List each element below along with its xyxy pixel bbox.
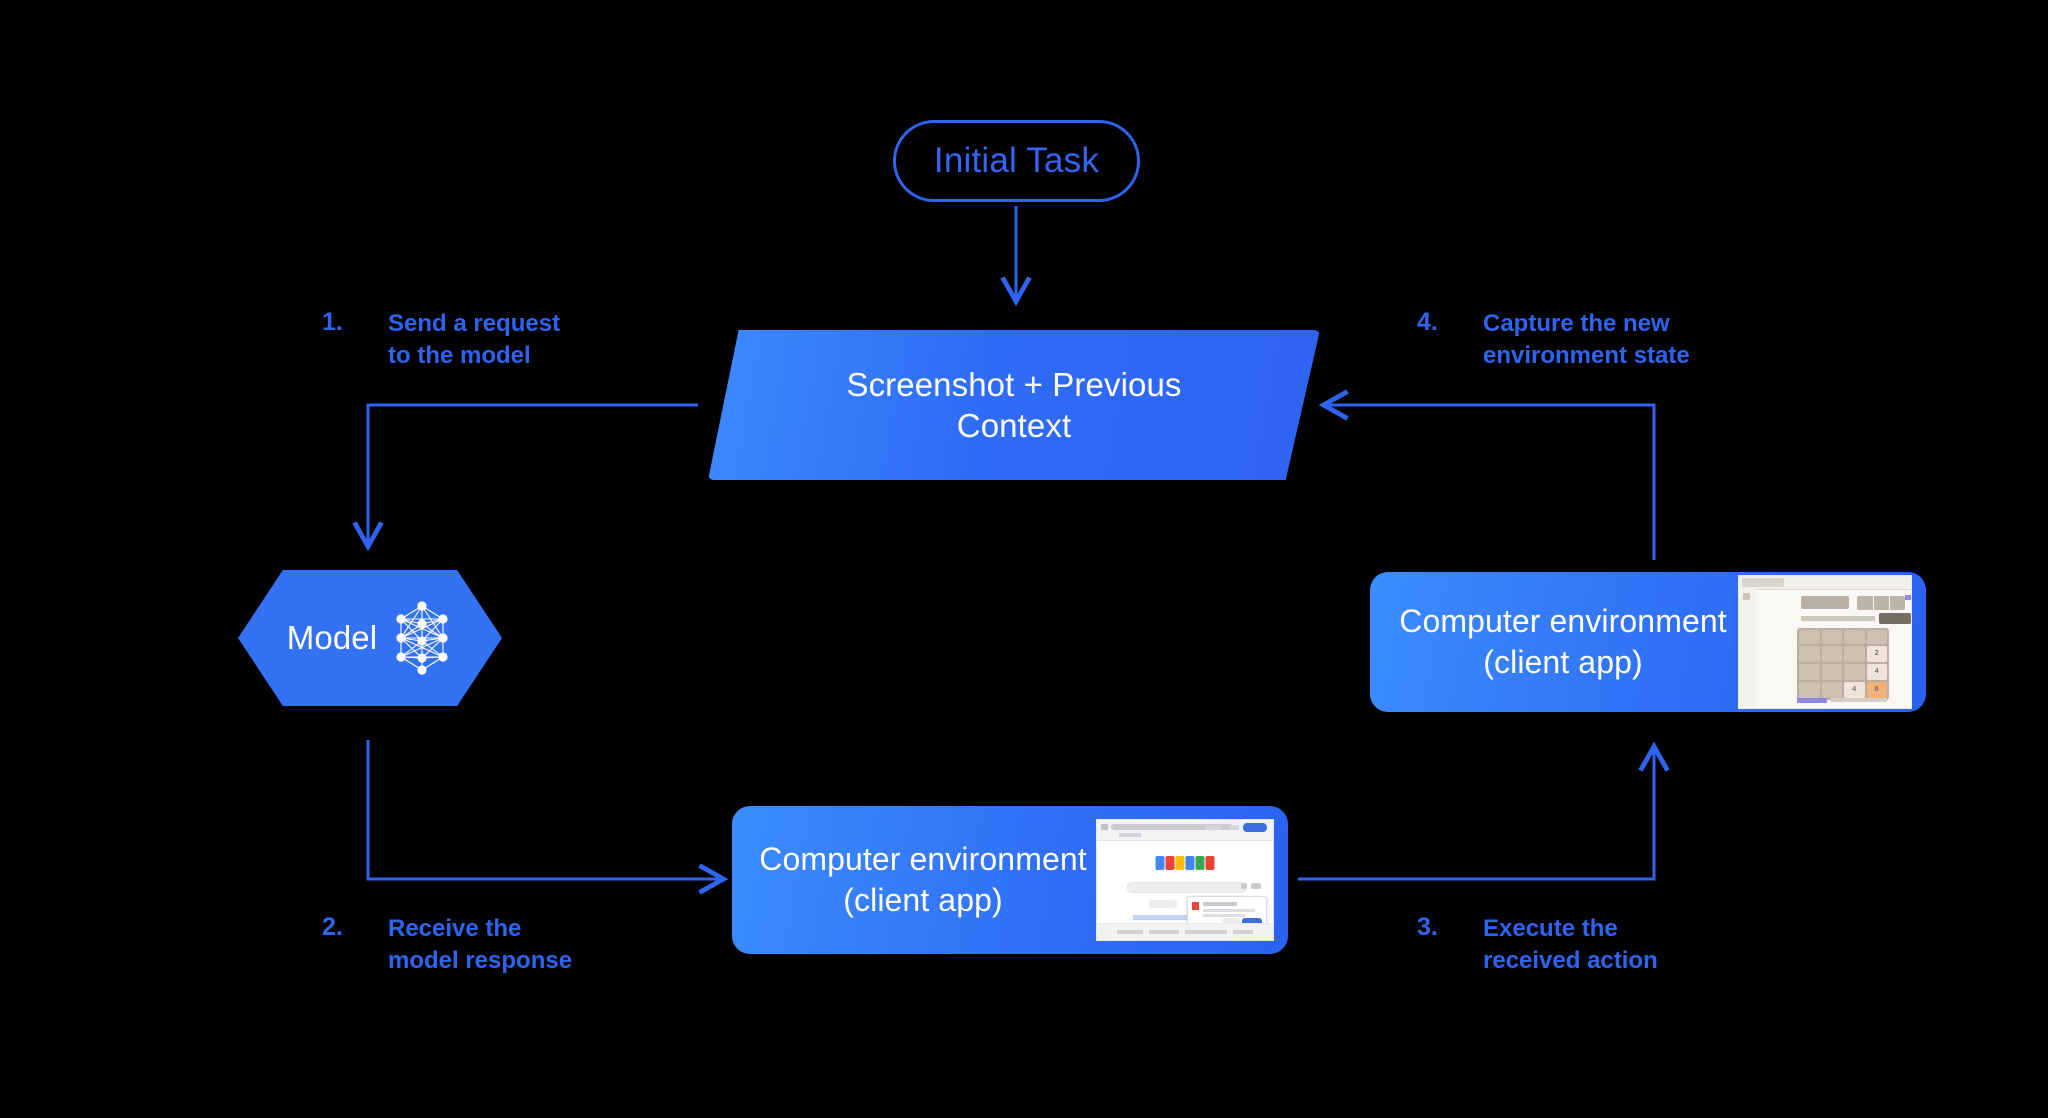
tile-value: 4 — [1852, 686, 1857, 693]
footer-text — [1831, 698, 1887, 702]
context-node-shape — [708, 330, 1320, 480]
board-cell — [1799, 664, 1820, 680]
model-node-label: Model — [286, 619, 378, 656]
score-divider — [1873, 596, 1874, 610]
tile-value: 8 — [1874, 686, 1879, 693]
board-tile: 4 — [1844, 682, 1865, 698]
board-cell — [1799, 646, 1820, 662]
step-4-label: 4. Capture the new environment state — [1417, 308, 1690, 371]
2048-game-thumbnail: 2 4 4 8 — [1738, 575, 1912, 709]
microphone-icon — [1241, 883, 1247, 889]
new-game-button — [1879, 613, 1911, 624]
browser-url-bar — [1111, 824, 1233, 830]
wire-env-right-to-context — [1318, 389, 1656, 560]
env-bottom-line1: Computer environment — [759, 841, 1087, 878]
board-cell — [1866, 630, 1887, 644]
board-cell — [1844, 630, 1865, 644]
footer-link — [1797, 698, 1827, 703]
wire-env-bottom-to-env-right — [1298, 741, 1670, 881]
env-right-line2: (client app) — [1483, 644, 1643, 680]
footer-link — [1117, 930, 1143, 934]
dialog-text-2 — [1203, 914, 1245, 917]
step-4-text: Capture the new environment state — [1483, 310, 1690, 369]
tile-value: 2 — [1874, 650, 1879, 657]
sign-in-button — [1243, 823, 1267, 832]
board-cell — [1844, 664, 1865, 680]
browser-nav-icons — [1101, 824, 1108, 830]
board-tile: 8 — [1866, 682, 1887, 698]
board-tile: 4 — [1866, 664, 1887, 680]
subtitle-text — [1801, 616, 1875, 621]
search-input — [1127, 882, 1247, 893]
board-cell — [1799, 630, 1820, 644]
context-node-text: Screenshot + Previous Context — [708, 330, 1320, 480]
model-node-shape — [238, 570, 502, 706]
initial-task-label: Initial Task — [933, 141, 1100, 180]
context-node-line2: Context — [956, 407, 1072, 444]
footer-link — [1233, 930, 1253, 934]
step-1-number: 1. — [322, 308, 343, 336]
env-right-line1: Computer environment — [1399, 603, 1727, 640]
env-right-thumbnail-wrap: 2 4 4 8 — [1738, 575, 1912, 709]
page-sidebar — [1739, 589, 1756, 708]
dialog-icon — [1192, 902, 1199, 910]
score-divider — [1889, 596, 1890, 610]
browser-tab-label — [1119, 833, 1141, 837]
step-3-label: 3. Execute the received action — [1417, 913, 1658, 976]
wire-context-to-model — [352, 403, 698, 552]
context-node-line1: Screenshot + Previous — [846, 365, 1182, 403]
dialog-title — [1203, 902, 1237, 906]
page-footer — [1097, 923, 1273, 940]
language-links — [1133, 915, 1239, 920]
dialog-confirm-button — [1242, 918, 1262, 925]
game-board: 2 4 4 8 — [1797, 628, 1889, 700]
board-cell — [1821, 664, 1842, 680]
step-2-number: 2. — [322, 913, 343, 941]
sidebar-icon — [1743, 593, 1750, 600]
header-link-2 — [1229, 825, 1239, 830]
step-3-number: 3. — [1417, 913, 1438, 941]
page-footer — [1797, 698, 1887, 703]
google-search-thumbnail — [1096, 819, 1274, 941]
footer-link — [1205, 930, 1227, 934]
tile-value: 4 — [1874, 668, 1879, 675]
step-1-label: 1. Send a request to the model — [322, 308, 560, 371]
model-node: Model — [238, 570, 502, 706]
search-button — [1149, 900, 1177, 908]
env-bottom-line2: (client app) — [843, 882, 1003, 918]
lens-camera-icon — [1251, 883, 1261, 889]
google-logo — [1155, 856, 1215, 870]
header-link-1 — [1205, 825, 1221, 830]
board-cell — [1821, 682, 1842, 698]
step-3-text: Execute the received action — [1483, 915, 1658, 974]
dialog-cancel-button — [1222, 918, 1240, 925]
header-link — [1905, 595, 1911, 600]
board-cell — [1844, 646, 1865, 662]
board-tile: 2 — [1866, 646, 1887, 662]
board-cell — [1799, 682, 1820, 698]
env-bottom-label: Computer environment (client app) — [732, 839, 1096, 921]
neural-network-icon — [396, 601, 448, 675]
site-title-block — [1801, 596, 1849, 609]
footer-link — [1149, 930, 1179, 934]
step-1-text: Send a request to the model — [388, 310, 561, 369]
initial-task-node: Initial Task — [893, 120, 1140, 202]
browser-tab — [1742, 578, 1784, 587]
dialog-text-1 — [1203, 909, 1255, 912]
wire-model-to-env-bottom — [366, 740, 729, 895]
step-2-label: 2. Receive the model response — [322, 913, 572, 976]
context-node: Screenshot + Previous Context — [708, 330, 1320, 480]
board-cell — [1821, 646, 1842, 662]
computer-environment-right-node: Computer environment (client app) — [1370, 572, 1926, 712]
computer-environment-bottom-node: Computer environment (client app) — [732, 806, 1288, 954]
board-cell — [1821, 630, 1842, 644]
step-4-number: 4. — [1417, 308, 1438, 336]
env-bottom-thumbnail-wrap — [1096, 819, 1274, 941]
step-2-text: Receive the model response — [388, 915, 573, 974]
footer-link — [1185, 930, 1209, 934]
env-right-label: Computer environment (client app) — [1370, 601, 1738, 683]
score-box — [1857, 596, 1905, 610]
